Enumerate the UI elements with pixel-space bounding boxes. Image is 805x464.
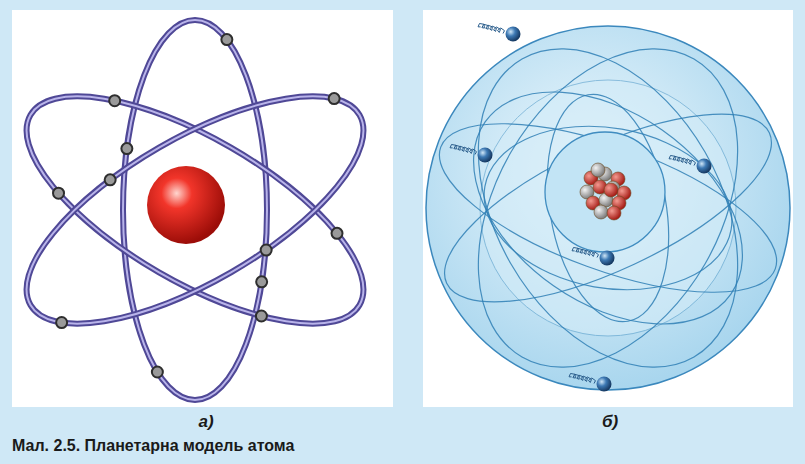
proton [604,183,618,197]
nucleus [147,166,225,244]
electron [332,228,343,239]
core-shell [545,132,665,252]
electron [56,317,67,328]
electron [478,148,493,163]
electron [256,276,267,287]
orbit [0,53,396,368]
electron [597,377,612,392]
electron-trail [572,247,598,257]
electron [506,27,521,42]
orbit-highlight [0,53,396,368]
caption-box: Мал. 2.5. Планетарна модель атома [12,437,294,455]
electron [329,93,340,104]
electron [53,188,64,199]
electron [261,245,272,256]
orbit [425,3,791,413]
atom-model-b [420,3,797,413]
electron-trail [478,23,504,33]
panel-label-box: б) [602,412,618,432]
orbit-highlight [0,53,396,368]
electron [221,34,232,45]
atom-sphere [426,26,790,390]
orbit [531,85,685,332]
electron [105,174,116,185]
orbit [471,108,745,309]
panel-label-box: а) [198,412,213,432]
orbit [420,89,797,327]
atom-model-a [0,20,396,400]
proton [607,206,621,220]
figure-caption: Мал. 2.5. Планетарна модель атома [12,437,294,454]
inner-shell [480,80,736,336]
panel-label: а) [198,412,213,431]
electron [109,95,120,106]
electron [697,159,712,174]
electron [256,310,267,321]
orbit [425,3,791,413]
electron [600,251,615,266]
orbit [431,44,786,372]
neutron [594,205,608,219]
electron [152,366,163,377]
orbit [123,20,267,400]
electron-trail [450,144,476,154]
orbit [0,53,396,368]
neutron [591,163,605,177]
electron-trail [669,155,695,165]
electron [121,143,132,154]
electron-trail [569,373,595,383]
panel-label: б) [602,412,618,431]
orbit-highlight [123,20,267,400]
orbit [420,77,795,340]
